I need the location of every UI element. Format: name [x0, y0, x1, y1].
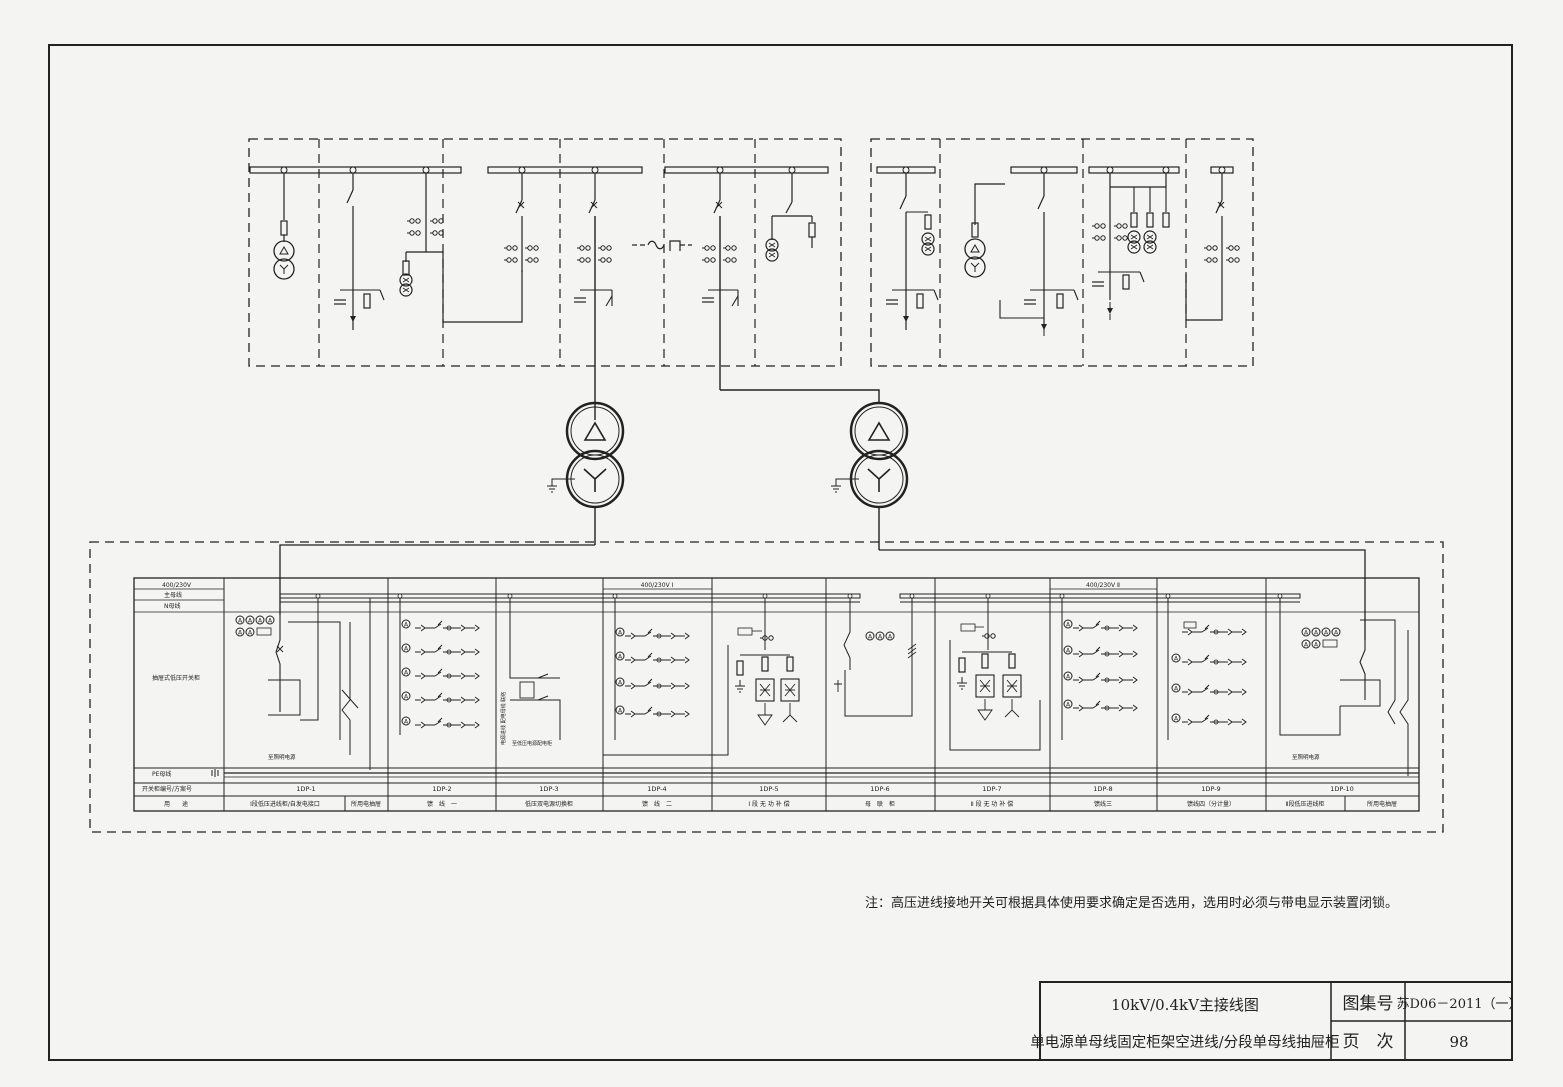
- title-line-1: 10kV/0.4kV主接线图: [1111, 996, 1259, 1014]
- panel-usage: 馈 线 二: [642, 800, 672, 808]
- main-transformer-2: [720, 389, 1366, 640]
- panel-usage: 馈 线 一: [427, 800, 457, 808]
- panel-usage-row: Ⅰ段低压进线柜/自发电接口 所用电抽屉 馈 线 一 低压双电源切换柜 馈 线 二…: [250, 800, 1397, 808]
- hv-busbar: [249, 166, 462, 174]
- panel-1dp-4-diagram: [614, 598, 690, 740]
- sheet-frame: [48, 44, 1513, 1061]
- lv-section-2-voltage: 400/230V Ⅱ: [1086, 582, 1120, 589]
- panel-id: 1DP-7: [982, 785, 1001, 793]
- panel-usage: 低压双电源切换柜: [525, 800, 573, 808]
- panel-id: 1DP-1: [296, 785, 315, 793]
- panel-id: 1DP-9: [1201, 785, 1220, 793]
- panel-id: 1DP-5: [759, 785, 778, 793]
- lv-header-main-bus: 主母线: [164, 591, 182, 599]
- panel-1dp-5-diagram: [602, 598, 800, 756]
- page-value: 98: [1449, 1033, 1468, 1051]
- atlas-label: 图集号: [1343, 994, 1394, 1014]
- title-block: 10kV/0.4kV主接线图 单电源单母线固定柜架空进线/分段单母线抽屉柜 图集…: [1030, 981, 1522, 1061]
- panel-1dp-10-diagram: 至照明电源: [1279, 598, 1409, 776]
- panel-id: 1DP-8: [1093, 785, 1112, 793]
- panel-id: 1DP-6: [870, 785, 889, 793]
- hv-switchgear-group-1: [248, 138, 842, 420]
- panel-id: 1DP-10: [1330, 785, 1354, 793]
- row-label-switchgear: 抽屉式低压开关柜: [152, 674, 200, 682]
- lv-section-1-voltage: 400/230V Ⅰ: [641, 582, 674, 589]
- panel-usage: 馈线三: [1094, 800, 1112, 808]
- panel-id: 1DP-4: [647, 785, 666, 793]
- panel-usage: 母 联 柜: [865, 800, 895, 808]
- panel-1dp-7-diagram: [949, 598, 1041, 751]
- panel-1dp-3-diagram: 电源进线 配电母线 联络 至低压电源配电柜: [500, 598, 561, 747]
- lv-header-n-bus: N母线: [164, 602, 181, 610]
- panel-1dp-9-diagram: [1167, 598, 1247, 740]
- page-label: 页 次: [1343, 1032, 1394, 1052]
- hv-switchgear-group-2: [870, 138, 1254, 367]
- lv-header-voltage: 400/230V: [162, 582, 192, 589]
- row-label-number: 开关柜编号/方案号: [142, 785, 192, 793]
- panel-usage: Ⅰ 段 无 功 补 偿: [748, 800, 789, 808]
- panel-usage-extra: 所用电抽屉: [351, 800, 381, 808]
- main-transformer-1: [279, 401, 625, 615]
- row-label-usage: 用 途: [164, 800, 188, 808]
- title-line-2: 单电源单母线固定柜架空进线/分段单母线抽屉柜: [1030, 1034, 1339, 1051]
- panel-1dp-6-diagram: [834, 598, 917, 717]
- panel-id-row: 1DP-1 1DP-2 1DP-3 1DP-4 1DP-5 1DP-6 1DP-…: [296, 785, 1353, 793]
- panel-1dp-2-diagram: [399, 598, 480, 735]
- atlas-value: 苏D06－2011（一）: [1396, 996, 1521, 1012]
- panel-usage: 馈线四（分计量）: [1187, 800, 1235, 808]
- panel-id: 1DP-2: [432, 785, 451, 793]
- panel-1dp-8-diagram: [1061, 598, 1138, 740]
- panel-usage: Ⅱ段低压进线柜: [1286, 800, 1325, 808]
- panel-1dp-1-diagram: 至照明电源: [235, 598, 371, 770]
- panel-id: 1DP-3: [539, 785, 558, 793]
- link-symbol: [632, 240, 692, 251]
- lv-incoming-label-2: 至照明电源: [1292, 753, 1320, 761]
- metering-note: 至低压电源配电柜: [512, 740, 552, 747]
- drawing-note: 注：高压进线接地开关可根据具体使用要求确定是否选用，选用时必须与带电显示装置闭锁…: [865, 895, 1398, 911]
- lv-switchgear: 至照明电源 电源进线 配电母线 联络 至低压电源配电柜: [89, 541, 1444, 833]
- panel-usage-extra: 所用电抽屉: [1367, 800, 1397, 808]
- panel-usage: Ⅱ 段 无 功 补 偿: [971, 800, 1014, 808]
- row-label-pe: PE母线: [152, 770, 171, 778]
- interlock-note: 电源进线 配电母线 联络: [500, 692, 507, 745]
- panel-usage: Ⅰ段低压进线柜/自发电接口: [250, 800, 320, 808]
- lv-incoming-label: 至照明电源: [268, 753, 296, 761]
